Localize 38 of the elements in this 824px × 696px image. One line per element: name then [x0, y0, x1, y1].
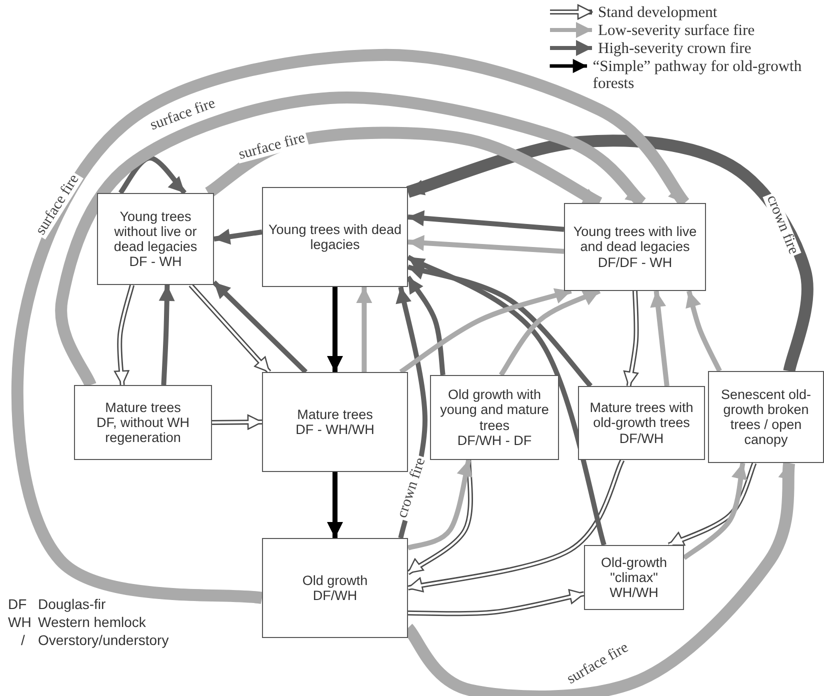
state-text: Old growth — [302, 572, 368, 588]
abbreviation: DF — [8, 596, 28, 612]
abbreviation: WH — [8, 614, 32, 630]
legend-text: Low-severity surface fire — [598, 22, 755, 40]
state-box — [564, 203, 706, 291]
edge-label: crown fire — [762, 192, 802, 258]
abbreviation-meaning: Western hemlock — [38, 614, 147, 630]
state-text: DF - WH — [129, 254, 182, 270]
state-box — [708, 371, 824, 463]
state-box — [430, 375, 559, 460]
state-text: DF/DF - WH — [598, 254, 672, 270]
abbreviation-meaning: Douglas-fir — [38, 596, 107, 612]
state-text: DF - WH/WH — [296, 422, 374, 438]
state-text: Mature trees — [297, 406, 373, 422]
abbreviation: / — [20, 632, 26, 648]
legend-text: High-severity crown fire — [598, 40, 752, 58]
state-text: DF/WH — [312, 588, 358, 604]
state-box — [97, 193, 214, 285]
state-box — [262, 538, 408, 638]
state-text: Young trees with live and dead legacies — [572, 224, 698, 255]
state-box — [74, 385, 212, 460]
state-text: Mature trees with old-growth trees DF/WH — [588, 400, 694, 446]
state-text: Young trees without live or dead legacies — [112, 208, 198, 254]
legend-text: Stand development — [598, 4, 718, 22]
state-text: DF/WH - DF — [457, 432, 532, 448]
state-text: Young trees with dead legacies — [267, 222, 403, 252]
state-box — [584, 545, 684, 610]
state-box — [578, 386, 705, 460]
state-text: Senescent old-growth broken trees / open canopy — [720, 386, 812, 448]
state-box — [262, 187, 408, 287]
state-text: WH/WH — [610, 585, 658, 600]
abbreviation-meaning: Overstory/understory — [38, 632, 169, 648]
state-text: Mature trees — [105, 400, 181, 415]
state-text: DF, without WH regeneration — [95, 414, 191, 446]
legend-text: “Simple” pathway for old-growth forests — [592, 58, 803, 92]
state-box — [262, 372, 408, 472]
state-text: Old growth with young and mature trees — [439, 387, 550, 433]
state-text: Old-growth "climax" — [600, 554, 668, 586]
